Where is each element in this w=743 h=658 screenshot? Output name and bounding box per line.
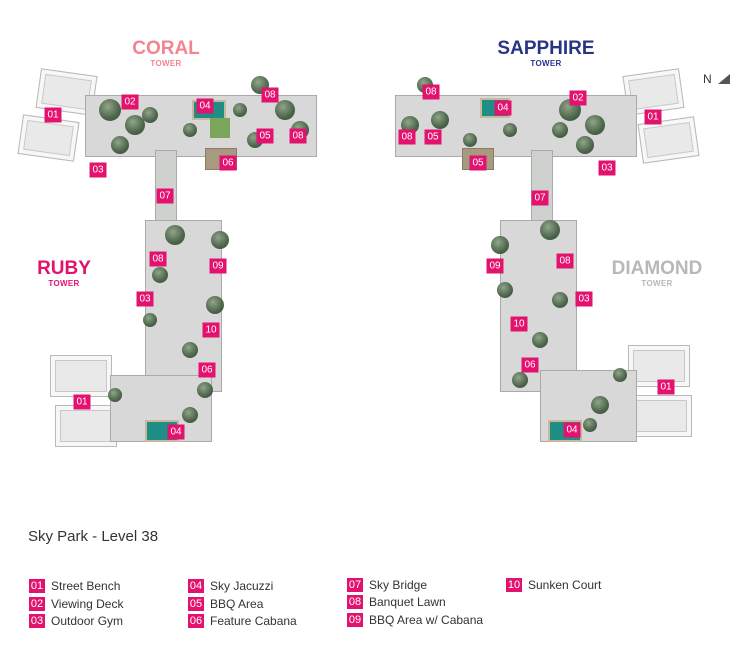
marker-sapphire-08a: 08 <box>422 84 440 100</box>
marker-diamond-09: 09 <box>486 258 504 274</box>
tree-icon <box>540 220 560 240</box>
marker-coral-07: 07 <box>156 188 174 204</box>
tree-icon <box>591 396 609 414</box>
tree-icon <box>211 231 229 249</box>
marker-coral-03: 03 <box>89 162 107 178</box>
marker-ruby-10: 10 <box>202 322 220 338</box>
marker-sapphire-02: 02 <box>569 90 587 106</box>
marker-coral-04: 04 <box>196 98 214 114</box>
tree-icon <box>585 115 605 135</box>
tree-icon <box>233 103 247 117</box>
marker-sapphire-03: 03 <box>598 160 616 176</box>
tree-icon <box>512 372 528 388</box>
marker-ruby-09: 09 <box>209 258 227 274</box>
tree-icon <box>552 292 568 308</box>
marker-diamond-01: 01 <box>657 379 675 395</box>
marker-ruby-03: 03 <box>136 291 154 307</box>
marker-diamond-10: 10 <box>510 316 528 332</box>
marker-sapphire-04: 04 <box>494 100 512 116</box>
tree-icon <box>108 388 122 402</box>
north-indicator: N <box>703 72 730 86</box>
tree-icon <box>576 136 594 154</box>
diamond-building-b <box>630 395 692 437</box>
ruby-building-a <box>50 355 112 397</box>
marker-coral-02: 02 <box>121 94 139 110</box>
north-label: N <box>703 72 712 86</box>
marker-diamond-04: 04 <box>563 422 581 438</box>
coral-lawn <box>210 118 230 138</box>
marker-coral-01: 01 <box>44 107 62 123</box>
sapphire-sky-bridge <box>531 150 553 227</box>
marker-sapphire-01: 01 <box>644 109 662 125</box>
marker-sapphire-05a: 05 <box>424 129 442 145</box>
diamond-garden-spine <box>500 220 577 392</box>
tree-icon <box>206 296 224 314</box>
tree-icon <box>125 115 145 135</box>
marker-ruby-06: 06 <box>198 362 216 378</box>
ruby-building-b <box>55 405 117 447</box>
marker-coral-06: 06 <box>219 155 237 171</box>
marker-sapphire-07: 07 <box>531 190 549 206</box>
marker-ruby-08: 08 <box>149 251 167 267</box>
marker-ruby-01: 01 <box>73 394 91 410</box>
marker-diamond-03: 03 <box>575 291 593 307</box>
marker-diamond-08: 08 <box>556 253 574 269</box>
tree-icon <box>183 123 197 137</box>
tree-icon <box>182 342 198 358</box>
tree-icon <box>491 236 509 254</box>
marker-diamond-06: 06 <box>521 357 539 373</box>
tree-icon <box>497 282 513 298</box>
tree-icon <box>552 122 568 138</box>
marker-coral-08a: 08 <box>261 87 279 103</box>
tree-icon <box>275 100 295 120</box>
tree-icon <box>431 111 449 129</box>
north-arrow-icon <box>717 74 730 84</box>
marker-coral-05: 05 <box>256 128 274 144</box>
marker-sapphire-05b: 05 <box>469 155 487 171</box>
marker-coral-08b: 08 <box>289 128 307 144</box>
tree-icon <box>111 136 129 154</box>
plan-title: Sky Park - Level 38 <box>28 528 159 545</box>
tree-icon <box>197 382 213 398</box>
tree-icon <box>143 313 157 327</box>
tree-icon <box>182 407 198 423</box>
tree-icon <box>532 332 548 348</box>
marker-sapphire-08b: 08 <box>398 129 416 145</box>
tree-icon <box>99 99 121 121</box>
tree-icon <box>613 368 627 382</box>
tree-icon <box>503 123 517 137</box>
tree-icon <box>152 267 168 283</box>
marker-ruby-04: 04 <box>167 424 185 440</box>
tree-icon <box>165 225 185 245</box>
tree-icon <box>463 133 477 147</box>
tree-icon <box>142 107 158 123</box>
tree-icon <box>583 418 597 432</box>
